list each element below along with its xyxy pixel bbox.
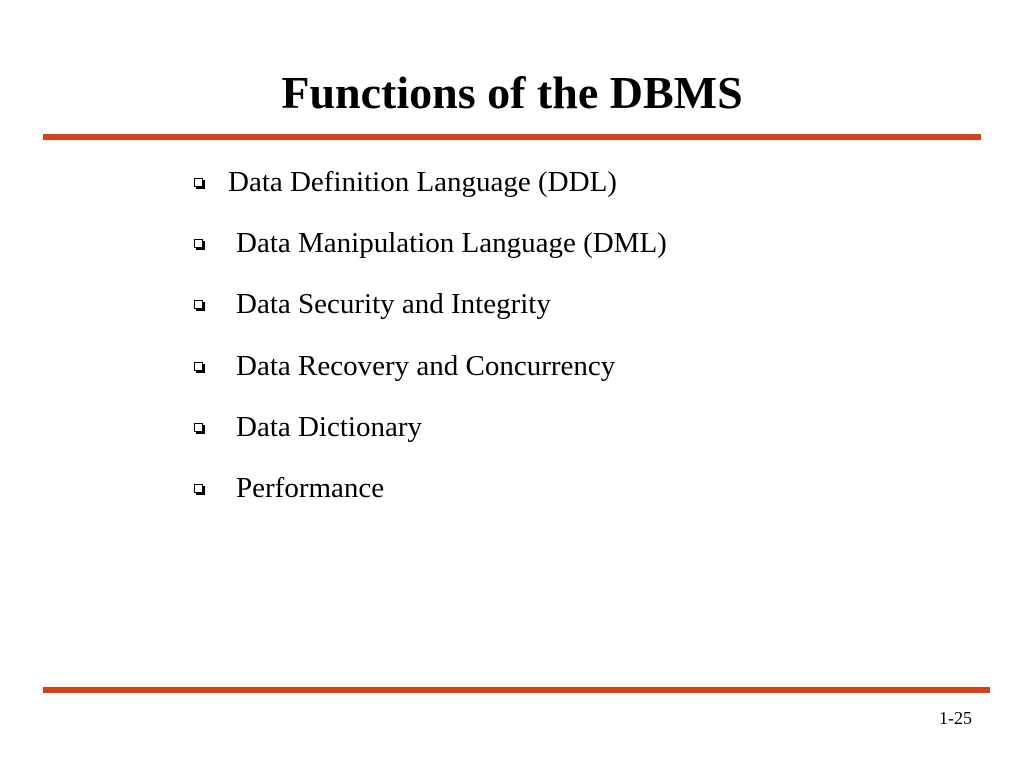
square-bullet-icon bbox=[194, 422, 203, 432]
square-bullet-icon bbox=[194, 300, 203, 310]
square-bullet-icon bbox=[194, 178, 203, 187]
bullet-text: Data Recovery and Concurrency bbox=[236, 349, 616, 382]
page-number: 1-25 bbox=[939, 708, 972, 728]
bullet-text: Data Dictionary bbox=[236, 410, 423, 443]
square-bullet-icon bbox=[194, 483, 203, 493]
bullet-text: Performance bbox=[236, 471, 385, 504]
top-divider bbox=[43, 134, 981, 140]
bullet-text: Data Definition Language (DDL) bbox=[228, 166, 617, 198]
square-bullet-icon bbox=[194, 361, 203, 371]
slide-title: Functions of the DBMS bbox=[281, 67, 743, 118]
bullet-text: Data Manipulation Language (DML) bbox=[236, 227, 667, 260]
bottom-divider bbox=[43, 687, 990, 693]
square-bullet-icon bbox=[194, 239, 203, 249]
bullet-text: Data Security and Integrity bbox=[236, 288, 551, 321]
